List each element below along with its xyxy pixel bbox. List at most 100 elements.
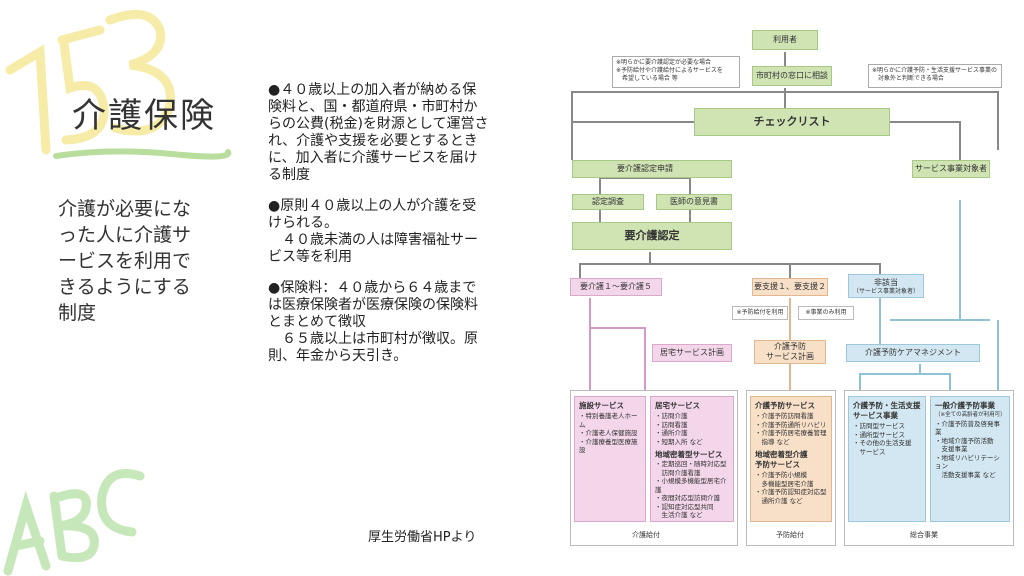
home-item: ・訪問看護 [655,420,688,429]
flow-note-project-use: ※事業のみ利用 [798,306,854,320]
life-support-item: ・通所型サービス [853,430,905,439]
community-item: ・認知症対応型共同 [655,502,714,511]
life-support-services: 介護予防・生活支援 サービス事業 ・訪問型サービス ・通所型サービス ・その他の… [848,396,926,522]
text-line: に、加入者に介護サービスを届け [268,150,478,166]
life-support-item: サービス [853,447,886,456]
care-insurance-flowchart: 利用者 ※明らかに要介護認定が必要な場合 ※予防給付や介護給付によるサービスを … [560,20,1020,560]
facility-item: ・特別養護老人ホーム [579,412,638,429]
non-applicable-sub: （サービス事業対象者） [852,287,919,295]
flow-care-application: 要介護認定申請 [572,160,732,178]
flowchart-connectors [571,52,999,394]
subtitle-line: 介護が必要にな [58,198,192,220]
text-line: けられる。 [268,215,338,231]
page-title: 介護保険 [72,96,216,136]
text-line: れ、介護や支援を必要とするとき [268,133,478,149]
facility-item: ・介護療養型医療施設 [579,437,638,455]
prevent-item: ・介護予防通所リハビリ [755,420,827,429]
community-item: ・小規模多機能型居宅介護 [655,477,727,494]
community-item: ・定期巡回・随時対応型 [655,460,727,468]
subtitle-line: 制度 [58,302,97,324]
flow-prevent-care-management: 介護予防ケアマネジメント [846,344,980,362]
text-line: ●原則４０歳以上の人が介護を受 [268,198,477,214]
subtitle-line: きるようにする [58,276,191,298]
prevent-community-item: ・介護予防認知症対応型 [755,488,827,496]
facility-services: 施設サービス ・特別養護老人ホーム ・介護老人保健施設 ・介護療養型医療施設 [574,396,646,522]
text-line: は医療保険者が医療保険の保険料 [268,297,478,313]
flow-note-prevent-use: ※予防給付を利用 [732,306,788,320]
text-line: ●保険料：４０歳から６４歳まで [268,280,477,296]
text-line: る制度 [268,167,310,183]
prevent-item: ・介護予防訪問看護 [755,412,814,420]
text-line: ●４０歳以上の加入者が納める保 [268,82,477,98]
life-support-item: ・訪問型サービス [853,422,905,430]
general-title: 一般介護予防事業 [935,401,995,410]
source-citation: 厚生労働省HPより [368,530,477,545]
general-item: ・介護予防普及啓発事業 [935,419,1000,437]
life-support-item: ・その他の生活支援 [853,439,912,447]
prevent-item: ・介護予防居宅療養管理 [755,429,827,437]
text-line: ４０歳未満の人は障害福祉サー [268,232,478,248]
flow-service-target: サービス事業対象者 [912,160,990,178]
note-line: ※明らかに介護予防・生活支援サービス事業の [872,67,998,74]
facility-item: ・介護老人保健施設 [579,429,638,437]
flow-home-plan: 居宅サービス計画 [652,344,732,362]
flow-municipal-counter: 市町村の窓口に相談 [752,66,832,86]
flow-doctor-opinion: 医師の意見書 [656,194,732,210]
text-line: ビス等を利用 [268,249,352,265]
flow-care-level: 要介護１～要介護５ [570,278,662,296]
facility-title: 施設サービス [579,401,624,410]
prevent-community-item: 通所介護 など [755,496,803,505]
note-line: 希望している場合 等 [616,75,678,82]
life-support-title: 介護予防・生活支援 [853,401,921,410]
community-item: 生活介護 など [655,511,703,519]
home-item: ・訪問介護 [655,412,688,420]
prevent-community-item: ・介護予防小規模 [755,471,807,479]
general-item: ・地域介護予防活動 [935,436,994,445]
flow-care-certification: 要介護認定 [572,222,732,250]
prevent-plan-line: サービス計画 [766,352,814,361]
paragraph-premium: ●保険料：４０歳から６４歳まで は医療保険者が医療保険の保険料 とまとめて徴収 … [268,280,540,365]
text-line: ６５歳以上は市町村が徴収。原 [268,331,478,347]
prevent-plan-line: 介護予防 [774,342,806,351]
flow-note-right: ※明らかに介護予防・生活支援サービス事業の 対象外と判断できる場合 [868,64,1002,88]
text-line: らの公費(税金)を財源として運営さ [268,116,489,132]
subtitle: 介護が必要にな った人に介護サ ービスを利用で きるようにする 制度 [58,196,238,326]
subtitle-line: ービスを利用で [58,250,192,272]
chalk-letters-decoration [0,446,150,576]
flow-prevent-plan: 介護予防 サービス計画 [754,340,826,364]
community-item: ・夜間対応型訪問介護 [655,494,720,502]
subtitle-line: った人に介護サ [58,224,192,246]
paragraph-funding: ●４０歳以上の加入者が納める保 険料と、国・都道府県・市町村か らの公費(税金)… [268,82,540,184]
note-line: ※予防給付や介護給付によるサービスを [616,67,723,74]
life-support-title: サービス事業 [853,411,898,420]
community-title: 地域密着型サービス [655,450,723,459]
flow-checklist: チェックリスト [694,108,890,136]
general-prevention-services: 一般介護予防事業 （※全ての高齢者が利用可） ・介護予防普及啓発事業 ・地域介護… [930,396,1010,522]
prevent-community-item: 多機能型居宅介護 [755,479,814,488]
text-line: 険料と、国・都道府県・市町村か [268,99,478,115]
prevent-services: 介護予防サービス ・介護予防訪問看護 ・介護予防通所リハビリ ・介護予防居宅療養… [750,396,832,522]
text-line: とまとめて徴収 [268,314,366,330]
prevent-benefit-label: 予防給付 [772,530,808,540]
prevent-title: 介護予防サービス [755,401,815,410]
home-item: ・通所介護 [655,429,688,437]
general-item: 支援事業 [935,445,968,453]
flow-note-left: ※明らかに要介護認定が必要な場合 ※予防給付や介護給付によるサービスを 希望して… [612,56,740,88]
flow-user: 利用者 [752,30,818,50]
home-item: ・短期入所 など [655,437,703,446]
general-item: 活動支援事業 など [935,470,996,479]
flow-support-level: 要支援１、要支援２ [752,278,828,296]
non-applicable-label: 非該当 [874,277,898,287]
body-text: ●４０歳以上の加入者が納める保 険料と、国・都道府県・市町村か らの公費(税金)… [268,82,540,379]
community-item: 訪問介護看護 [655,468,701,477]
flow-non-applicable: 非該当 （サービス事業対象者） [848,274,924,298]
chalk-numbers-decoration [0,0,200,170]
care-benefit-label: 介護給付 [628,530,664,540]
flow-survey: 認定調査 [572,194,644,210]
home-services: 居宅サービス ・訪問介護 ・訪問看護 ・通所介護 ・短期入所 など 地域密着型サ… [650,396,734,522]
text-line: 則、年金から天引き。 [268,348,408,364]
prevent-community-title: 予防サービス [755,460,800,469]
title-underline-decoration [52,146,232,166]
home-title: 居宅サービス [655,401,700,410]
general-sub: （※全ての高齢者が利用可） [935,412,1006,418]
